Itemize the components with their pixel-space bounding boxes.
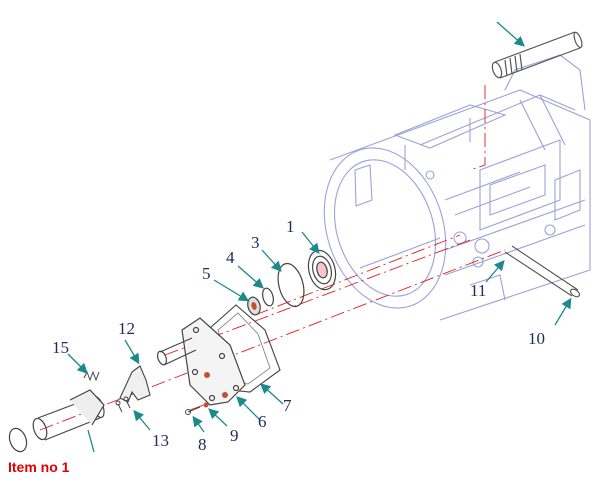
callout-3: 3	[251, 233, 260, 252]
bolt-part	[185, 406, 201, 415]
callout-leaders	[67, 21, 572, 453]
item-caption: Item no 1	[8, 459, 70, 475]
seal-part	[247, 296, 261, 316]
flange-part	[8, 427, 28, 453]
callout-10: 10	[528, 329, 545, 348]
assembly-axes	[39, 85, 506, 431]
callout-4: 4	[226, 248, 235, 267]
callout-13: 13	[152, 431, 169, 450]
callout-7: 7	[283, 396, 292, 415]
cover-shaft	[156, 337, 197, 366]
transmission-housing	[323, 54, 591, 321]
fork-screws	[115, 396, 131, 413]
callout-labels: 1 3 4 5 6 7 8 9 10 11 12 13 15	[52, 217, 545, 454]
callout-6: 6	[258, 412, 267, 431]
spring-part	[83, 370, 100, 382]
callout-9: 9	[230, 426, 239, 445]
retaining-ring	[277, 262, 305, 308]
long-shaft	[504, 245, 580, 298]
top-shaft	[491, 31, 583, 79]
shift-fork	[119, 365, 151, 403]
callout-15: 15	[52, 338, 69, 357]
callout-5: 5	[202, 264, 211, 283]
callout-8: 8	[198, 435, 207, 454]
exploded-parts-diagram: 1 3 4 5 6 7 8 9 10 11 12 13 15	[8, 21, 591, 454]
callout-11: 11	[470, 281, 486, 300]
bearing-part	[307, 249, 337, 291]
callout-12: 12	[118, 319, 135, 338]
cover-plate	[181, 317, 246, 406]
callout-1: 1	[286, 217, 295, 236]
sleeve-shaft	[32, 389, 105, 441]
pin-part	[203, 402, 209, 408]
washer-part	[262, 287, 274, 307]
